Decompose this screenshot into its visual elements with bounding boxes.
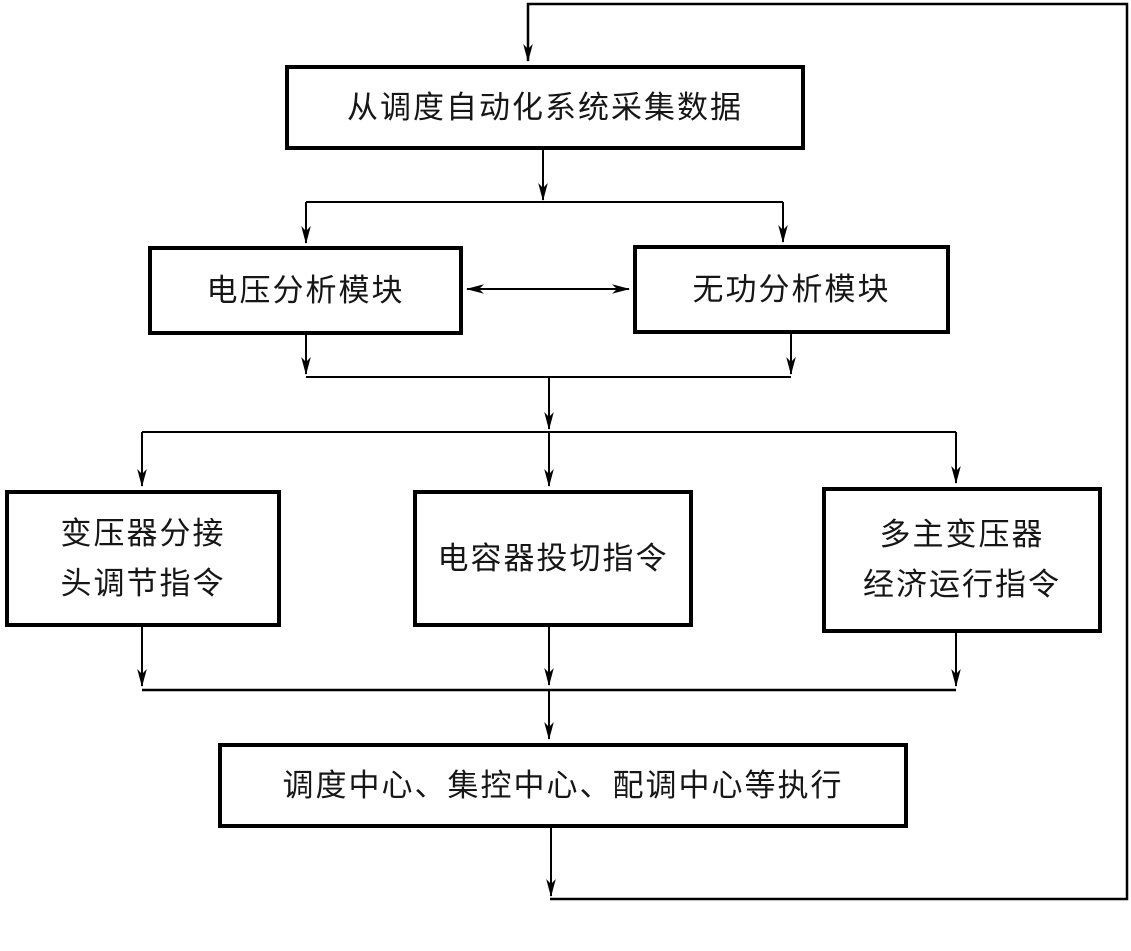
node-reactive-analysis-label: 无功分析模块 [692, 271, 891, 307]
node-multi-transformer-line1: 多主变压器 [879, 517, 1045, 553]
node-voltage-analysis: 电压分析模块 [148, 246, 463, 335]
node-execute-centers-label: 调度中心、集控中心、配调中心等执行 [282, 767, 844, 803]
node-multi-transformer-command: 多主变压器 经济运行指令 [822, 487, 1102, 633]
node-tap-command-line1: 变压器分接 [60, 515, 226, 551]
node-multi-transformer-line2: 经济运行指令 [863, 567, 1061, 602]
node-collect-data-label: 从调度自动化系统采集数据 [347, 89, 743, 125]
edge-feedback-loop [523, 2, 1129, 901]
node-capacitor-command: 电容器投切指令 [413, 490, 693, 627]
node-tap-command-line2: 头调节指令 [60, 565, 226, 601]
node-voltage-analysis-label: 电压分析模块 [206, 272, 405, 308]
node-tap-command: 变压器分接 头调节指令 [5, 490, 281, 627]
node-collect-data: 从调度自动化系统采集数据 [285, 65, 805, 150]
node-execute-centers: 调度中心、集控中心、配调中心等执行 [218, 743, 908, 828]
node-capacitor-command-label: 电容器投切指令 [437, 540, 669, 576]
node-reactive-analysis: 无功分析模块 [633, 245, 950, 334]
